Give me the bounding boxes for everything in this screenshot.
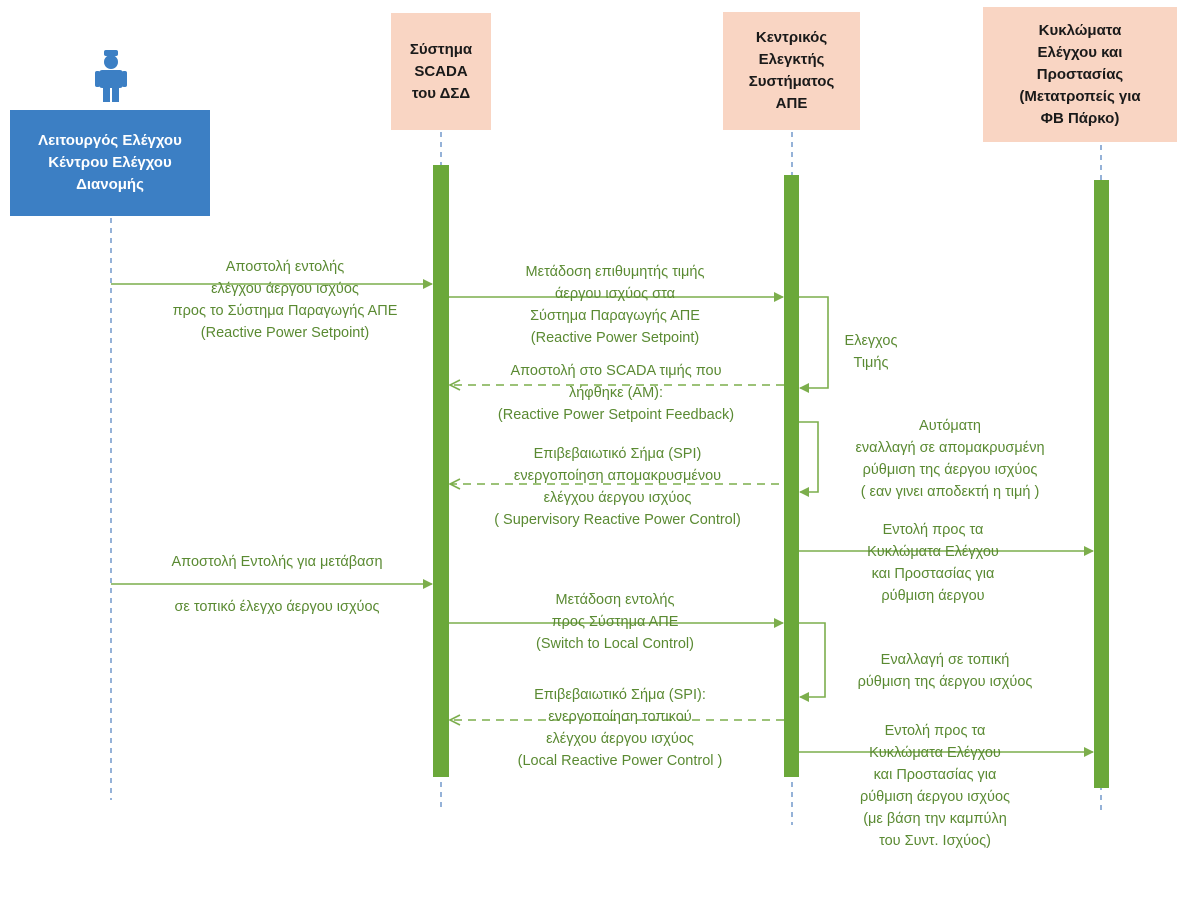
activation-bar-controller	[784, 175, 799, 777]
label-spi-local-to-scada: Επιβεβαιωτικό Σήμα (SPI): ενεργοποίηση τ…	[517, 687, 723, 769]
label-command-to-protection: Εντολή προς τα Κυκλώματα Ελέγχου και Προ…	[867, 522, 999, 604]
label-local-switch-line1: Αποστολή Εντολής για μετάβαση	[171, 554, 383, 570]
label-self-check: Ελεγχος Τιμής	[844, 333, 898, 371]
label-feedback-to-scada: Αποστολή στο SCADA τιμής που λήφθηκε (AM…	[497, 363, 735, 423]
label-spi-remote-to-scada: Επιβεβαιωτικό Σήμα (SPI) ενεργοποίηση απ…	[494, 446, 741, 528]
arrow-self-check	[799, 296, 829, 393]
arrow-self-auto-switch	[799, 421, 819, 497]
label-switch-to-controller: Μετάδοση εντολής προς Σύστημα ΑΠΕ (Switc…	[536, 592, 694, 652]
label-self-auto-switch: Αυτόματη εναλλαγή σε απομακρυσμένη ρύθμι…	[855, 418, 1045, 500]
arrow-self-local-switch	[799, 622, 826, 702]
participant-operator: Λειτουργός Ελέγχου Κέντρου Ελέγχου Διανο…	[10, 110, 210, 216]
participant-protection: Κυκλώματα Ελέγχου και Προστασίας (Μετατρ…	[983, 7, 1177, 142]
label-setpoint-to-scada: Αποστολή εντολής ελέγχου άεργου ισχύος π…	[172, 259, 398, 341]
participant-scada: Σύστημα SCADA του ΔΣΔ	[391, 13, 491, 130]
message-arrows	[111, 279, 1094, 757]
label-local-switch-line2: σε τοπικό έλεγχο άεργου ισχύος	[174, 599, 380, 615]
label-self-local-switch: Εναλλαγή σε τοπική ρύθμιση της άεργου ισ…	[857, 652, 1033, 690]
label-setpoint-to-controller: Μετάδοση επιθυμητής τιμής άεργου ισχύος …	[525, 264, 705, 346]
activation-bars	[433, 165, 1109, 788]
activation-bar-scada	[433, 165, 449, 777]
activation-bar-protection	[1094, 180, 1109, 788]
label-curve-command-to-protection: Εντολή προς τα Κυκλώματα Ελέγχου και Προ…	[860, 723, 1010, 849]
person-icon	[95, 50, 127, 102]
participant-controller: Κεντρικός Ελεγκτής Συστήματος ΑΠΕ	[723, 12, 860, 130]
